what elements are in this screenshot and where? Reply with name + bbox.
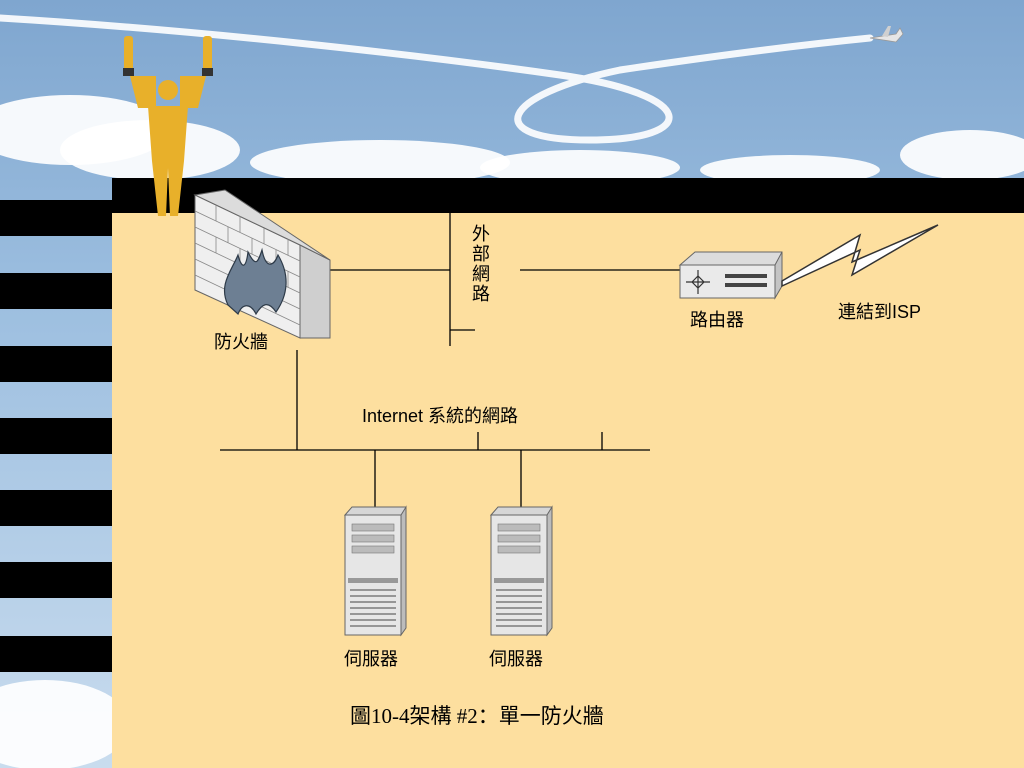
router-label: 路由器 (690, 310, 744, 330)
header-bar (112, 178, 1024, 213)
external-network-label: 外部網路 (472, 224, 490, 304)
server-icon (489, 505, 553, 637)
striped-margin (0, 200, 112, 672)
cloud (900, 130, 1024, 180)
internal-network-label: Internet 系統的網路 (362, 406, 519, 426)
isp-label: 連結到ISP (838, 302, 922, 322)
lightning-icon (781, 224, 939, 288)
cloud (0, 680, 130, 768)
airplane-icon (869, 26, 904, 43)
person-icon (123, 36, 213, 216)
cloud (250, 140, 510, 185)
contrail (0, 14, 904, 144)
server-icon (343, 505, 407, 637)
firewall-icon (193, 189, 331, 339)
server-label: 伺服器 (489, 649, 543, 669)
server-label: 伺服器 (344, 649, 398, 669)
firewall-label: 防火牆 (214, 332, 268, 352)
figure-caption: 圖10-4架構 #2：單一防火牆 (350, 704, 604, 728)
router-icon (678, 251, 783, 300)
